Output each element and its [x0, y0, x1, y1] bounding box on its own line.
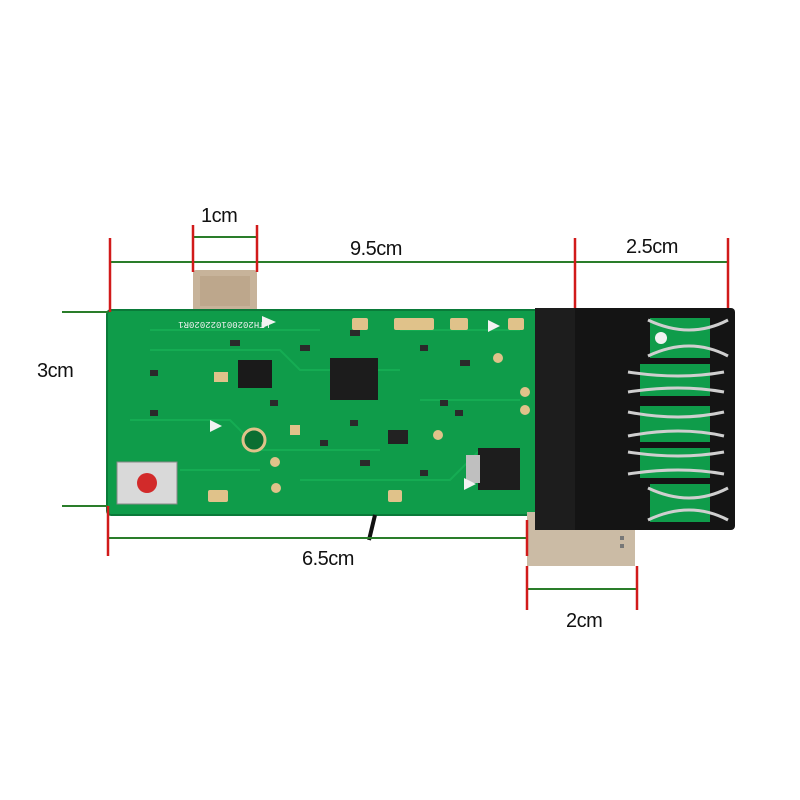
- ic-chip-small: [238, 360, 272, 388]
- dimension-ticks: [106, 225, 730, 610]
- dim-bottom-tab: 2cm: [566, 610, 603, 632]
- lot-text: LTH202001022020R1: [178, 319, 270, 329]
- dimension-lines: [62, 236, 728, 590]
- dim-total-length: 9.5cm: [350, 238, 402, 260]
- mosfet: [478, 448, 520, 490]
- ic-chip-main: [330, 358, 378, 400]
- terminal-connector: [535, 308, 735, 530]
- dim-connector-length: 2.5cm: [626, 236, 678, 258]
- red-button: [137, 473, 157, 493]
- dim-top-tab: 1cm: [201, 205, 238, 227]
- dim-board-length: 6.5cm: [302, 548, 354, 570]
- pcb-board: [106, 309, 548, 541]
- dim-height: 3cm: [37, 360, 74, 382]
